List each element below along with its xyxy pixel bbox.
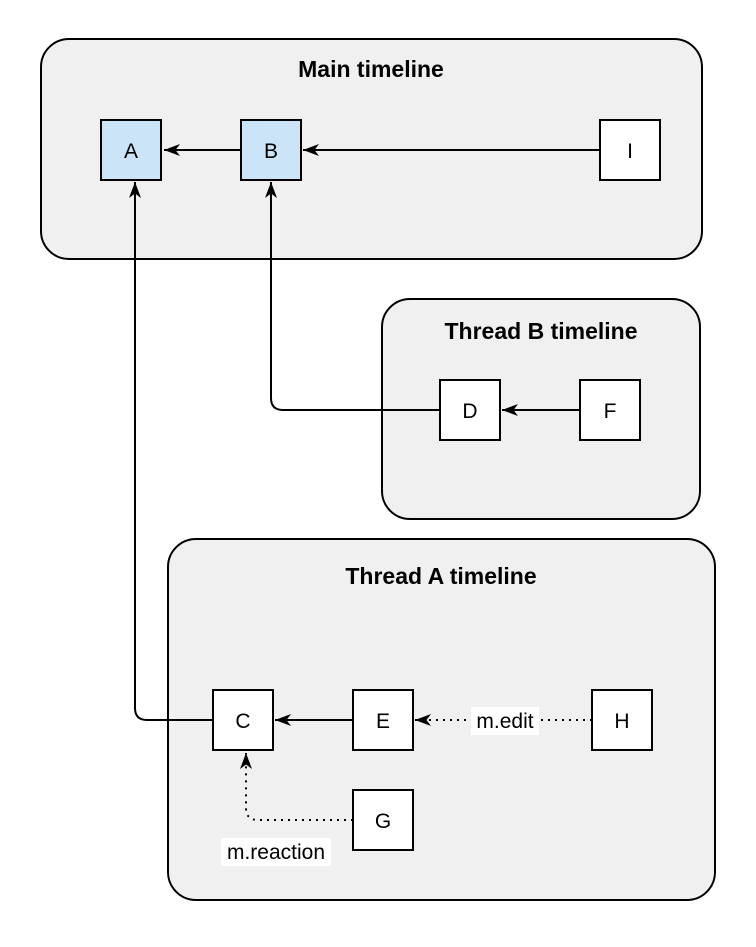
edge-c-to-a bbox=[129, 182, 213, 721]
edge-label-medit-background bbox=[471, 707, 539, 735]
edge-d-to-b bbox=[265, 182, 440, 411]
node-e bbox=[352, 689, 414, 751]
node-g bbox=[352, 789, 414, 851]
node-c-label: C bbox=[235, 710, 250, 733]
node-d bbox=[439, 379, 501, 441]
thread-a-timeline-title: Thread A timeline bbox=[345, 563, 536, 589]
node-b-label: B bbox=[264, 140, 278, 163]
node-d-label: D bbox=[462, 400, 477, 423]
edge-label-medit: m.edit bbox=[476, 710, 533, 733]
node-c bbox=[212, 689, 274, 751]
node-e-label: E bbox=[376, 710, 390, 733]
node-h-label: H bbox=[614, 710, 629, 733]
node-i-label: I bbox=[627, 140, 633, 163]
main-timeline-title: Main timeline bbox=[298, 56, 444, 82]
node-h bbox=[591, 689, 653, 751]
node-f bbox=[579, 379, 641, 441]
node-a-label: A bbox=[124, 140, 138, 163]
node-i bbox=[599, 119, 661, 181]
node-g-label: G bbox=[375, 810, 391, 833]
node-b bbox=[240, 119, 302, 181]
edge-label-mreaction: m.reaction bbox=[227, 841, 325, 864]
node-f-label: F bbox=[604, 400, 617, 423]
node-a bbox=[100, 119, 162, 181]
thread-b-timeline-title: Thread B timeline bbox=[445, 318, 638, 344]
edge-label-mreaction-background bbox=[221, 838, 331, 866]
